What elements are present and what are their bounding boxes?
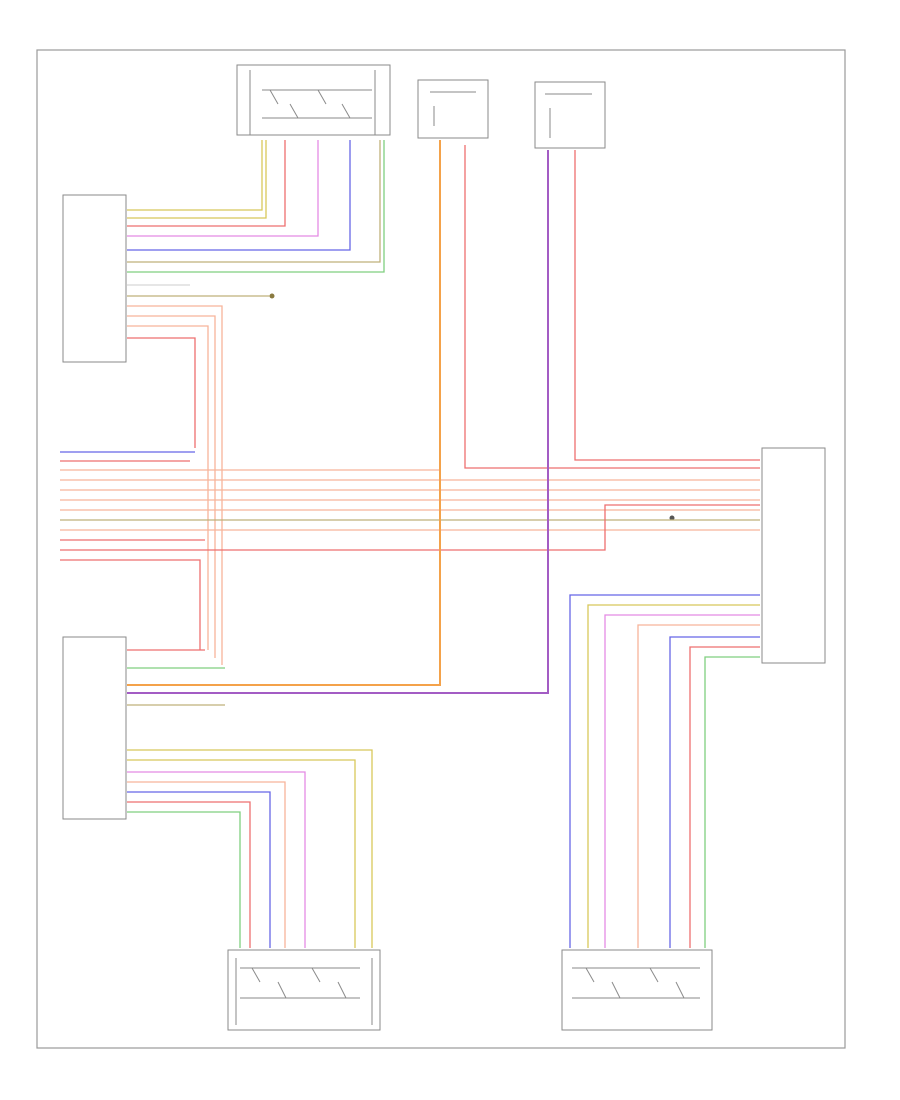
wire-red-22 (60, 504, 760, 551)
wire-red-33 (127, 801, 251, 948)
wire-salmon-10 (127, 325, 209, 650)
wire-purple-26 (127, 150, 549, 694)
wire-olive-4 (127, 140, 381, 263)
ground-point-2 (669, 515, 675, 521)
wire-blue-3 (127, 140, 351, 251)
wire-blue-39 (669, 636, 760, 948)
left-rear-door-control-module (62, 636, 127, 820)
wire-yellow-29 (127, 759, 356, 948)
wire-yellow-0 (127, 140, 263, 211)
wire-blue-32 (127, 791, 271, 948)
wire-magenta-30 (127, 771, 306, 948)
diagram-frame (36, 49, 846, 1049)
wire-salmon-8 (127, 305, 223, 665)
wire-salmon-9 (127, 315, 216, 658)
wire-magenta-37 (604, 614, 760, 948)
wire-green-41 (704, 656, 760, 948)
wire-green-34 (127, 811, 241, 948)
wire-magenta-2 (127, 140, 319, 237)
wire-yellow-28 (127, 749, 373, 948)
wire-orange-24 (127, 140, 441, 686)
ground-point-1 (269, 293, 275, 299)
wire-salmon-38 (637, 624, 760, 948)
wire-red-23 (60, 559, 201, 650)
wire-yellow-6 (127, 140, 267, 219)
wire-red-27 (574, 150, 760, 461)
wire-green-5 (127, 140, 385, 273)
wire-red-11 (127, 337, 196, 448)
passenger-door-switch (236, 64, 391, 136)
fuse-block-2 (534, 81, 606, 149)
right-rear-window-switch (561, 949, 713, 1031)
wire-red-40 (689, 646, 760, 948)
wire-red-25 (464, 145, 760, 469)
wire-yellow-36 (587, 604, 760, 948)
wire-salmon-31 (127, 781, 286, 948)
passenger-door-switch-label (255, 68, 256, 69)
right-door-module (669, 447, 826, 664)
fuse-block-1 (417, 79, 489, 139)
wire-harness (60, 140, 760, 948)
passenger-door-control-module (62, 194, 275, 363)
wire-blue-35 (569, 594, 760, 948)
left-rear-window-switch (227, 949, 381, 1031)
wire-red-1 (127, 140, 286, 227)
